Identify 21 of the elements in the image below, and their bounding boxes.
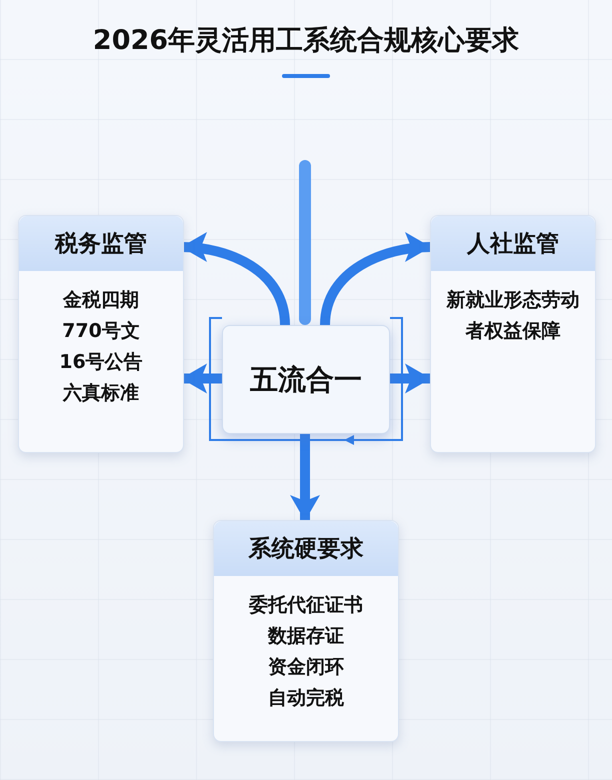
list-item: 数据存证 [266, 624, 345, 649]
list-item: 新就业形态劳动者权益保障 [445, 288, 580, 344]
arrow [290, 432, 320, 521]
list-item: 资金闭环 [267, 655, 345, 680]
arrow [388, 364, 431, 394]
title: 2026年灵活用工系统合规核心要求 [92, 24, 520, 58]
card-heading: 人社监管 [431, 216, 595, 271]
info-card [430, 215, 596, 453]
list-item: 16号公告 [58, 350, 144, 375]
list-item: 金税四期 [62, 288, 140, 313]
list-item: 六真标准 [62, 381, 140, 406]
card-heading: 税务监管 [19, 216, 183, 271]
arrow [320, 233, 431, 326]
hub-box [222, 325, 390, 434]
card-heading: 系统硬要求 [214, 521, 398, 576]
list-item: 委托代征证书 [248, 593, 364, 618]
list-item: 770号文 [61, 319, 141, 344]
info-card [213, 520, 399, 742]
hub-label: 五流合一 [250, 362, 362, 398]
list-item: 自动完税 [267, 686, 345, 711]
info-card [18, 215, 184, 453]
